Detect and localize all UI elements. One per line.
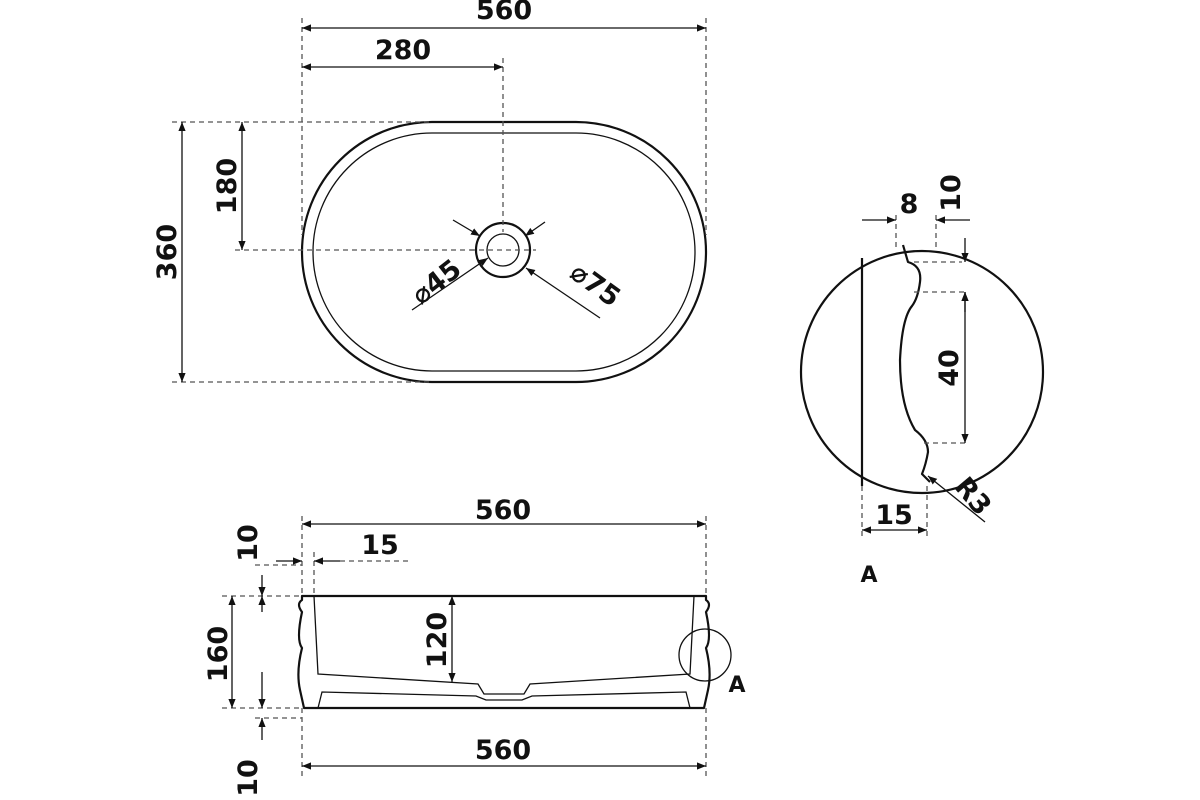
dim-depth: 360: [152, 224, 183, 280]
detail-circle: [799, 249, 1045, 495]
dim-top-width: 560: [476, 0, 532, 26]
dim-drain-outer: ⌀75: [564, 257, 626, 314]
dim-detail-10: 10: [936, 174, 967, 212]
side-view: A 560 15 10 160 120 10 5: [203, 495, 746, 797]
dim-side-rim: 10: [233, 524, 264, 562]
dim-half-width: 280: [375, 35, 431, 66]
side-inner-bowl: [313, 595, 695, 695]
dim-detail-15: 15: [875, 500, 913, 531]
side-outer-profile: [297, 594, 711, 710]
dim-side-height: 160: [203, 626, 234, 682]
side-base: [317, 691, 691, 709]
dim-half-depth: 180: [212, 158, 243, 214]
leader-drain-inner: [411, 257, 489, 311]
basin-inner-outline: [312, 132, 696, 372]
dim-detail-8: 8: [900, 189, 919, 220]
dim-side-bowl-depth: 120: [422, 612, 453, 668]
detail-profile: [898, 244, 931, 483]
callout-circle: [678, 628, 732, 682]
top-view: 560 280 360 180 ⌀45 ⌀75: [152, 0, 708, 384]
dim-side-base: 10: [233, 759, 264, 797]
dim-detail-radius: R3: [948, 471, 997, 521]
dim-detail-40: 40: [934, 349, 965, 387]
detail-view-a: 8 10 40 R3 15 A: [799, 174, 1045, 588]
detail-label: A: [860, 563, 877, 588]
dim-side-top-width: 560: [475, 495, 531, 526]
dim-side-bottom-width: 560: [475, 735, 531, 766]
leader-drain-outer: [525, 267, 601, 319]
callout-label: A: [728, 673, 745, 698]
dim-side-wall: 15: [361, 530, 399, 561]
leader-radius: [927, 475, 986, 523]
dim-drain-inner: ⌀45: [406, 254, 468, 312]
basin-outer-outline: [300, 120, 708, 384]
